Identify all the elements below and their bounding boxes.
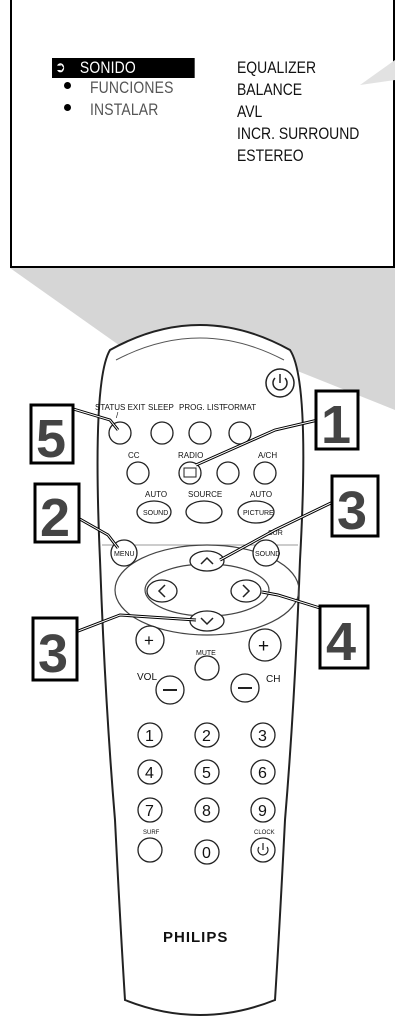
surf-button[interactable]: [137, 837, 163, 863]
auto-sound-label: AUTO: [145, 490, 167, 499]
status-exit-label: STATUS EXIT: [95, 403, 145, 412]
digit-label: 4: [145, 765, 154, 782]
cursor-right-button[interactable]: [230, 579, 262, 603]
ch-label: CH: [266, 674, 280, 685]
status-exit-button[interactable]: [108, 421, 132, 445]
prog-list-label: PROG. LIST: [179, 403, 224, 412]
callout-4: 4: [318, 604, 370, 672]
chevron-right-icon: [242, 584, 251, 598]
plus-icon: +: [144, 631, 154, 650]
pointer-icon: ➲: [55, 59, 66, 76]
submenu-item-avl[interactable]: AVL: [237, 102, 263, 121]
brand-logo: PHILIPS: [163, 929, 228, 946]
bullet-icon: [64, 82, 71, 89]
power-icon: [272, 374, 288, 391]
ach-button[interactable]: [253, 461, 277, 485]
submenu-item-incr-surround[interactable]: INCR. SURROUND: [237, 124, 360, 143]
chevron-left-icon: [157, 584, 166, 598]
radio-label: RADIO: [178, 451, 203, 460]
digit-keypad: 1 2 3 4 5 6 7 8 9 SURF 0 CLOCK: [137, 722, 276, 865]
clock-label: CLOCK: [254, 830, 275, 836]
digit-8-button[interactable]: [194, 797, 220, 823]
callout-number: 3: [337, 481, 367, 541]
source-button[interactable]: [185, 500, 223, 524]
menu-item-sonido[interactable]: ➲ SONIDO: [52, 58, 195, 78]
menu-item-instalar[interactable]: INSTALAR: [90, 100, 159, 119]
callout-1: 1: [314, 389, 360, 455]
callout-number: 5: [36, 409, 66, 469]
menu-item-label: SONIDO: [79, 58, 136, 77]
callout-number: 3: [38, 624, 68, 684]
digit-1-button[interactable]: [137, 722, 163, 748]
digit-6-button[interactable]: [250, 759, 276, 785]
vol-up-button[interactable]: [135, 625, 165, 655]
digit-label: 5: [202, 765, 211, 782]
digit-4-button[interactable]: [137, 759, 163, 785]
remote-edge: [115, 337, 285, 361]
mute-label: MUTE: [196, 650, 216, 657]
submenu-item-equalizer[interactable]: EQUALIZER: [237, 58, 317, 77]
digit-label: 8: [202, 803, 211, 820]
sound-button-text: SOUND: [255, 551, 280, 558]
digit-0-button[interactable]: [194, 839, 220, 865]
digit-3-button[interactable]: [250, 722, 276, 748]
prog-list-button[interactable]: [188, 421, 212, 445]
auto-sound-text: SOUND: [143, 510, 168, 517]
callout-3-bottom: 3: [31, 616, 79, 684]
auto-sound-button[interactable]: [136, 500, 172, 524]
auto-picture-text: PICTURE: [243, 510, 274, 517]
digit-label: 1: [145, 728, 154, 745]
digit-label: 2: [202, 728, 211, 745]
clock-icon: [257, 843, 269, 856]
auto-picture-label: AUTO: [250, 490, 272, 499]
auto-picture-button[interactable]: [237, 500, 275, 524]
nav-ring: [114, 544, 300, 636]
menu-item-funciones[interactable]: FUNCIONES: [90, 78, 174, 97]
blank-button[interactable]: [216, 461, 240, 485]
sound-button[interactable]: [252, 539, 280, 567]
bullet-icon: [64, 104, 71, 111]
mute-button[interactable]: [194, 655, 220, 681]
callout-number: 2: [40, 488, 70, 548]
submenu-item-balance[interactable]: BALANCE: [237, 80, 303, 99]
ach-label: A/CH: [258, 451, 277, 460]
separator-slash: /: [116, 411, 119, 420]
cursor-up-button[interactable]: [189, 550, 225, 572]
sleep-label: SLEEP: [148, 403, 174, 412]
plus-icon: +: [258, 636, 269, 657]
callout-5: 5: [29, 403, 75, 469]
sur-label: SUR: [268, 530, 283, 537]
digit-label: 3: [258, 728, 267, 745]
vol-label: VOL: [137, 672, 157, 683]
surf-label: SURF: [143, 830, 160, 836]
digit-9-button[interactable]: [250, 797, 276, 823]
sleep-button[interactable]: [150, 421, 174, 445]
callout-2: 2: [33, 482, 81, 548]
ch-up-button[interactable]: [248, 628, 282, 662]
tv-onscreen-menu: [10, 0, 395, 268]
beam-edge: [360, 60, 395, 85]
source-label: SOURCE: [188, 490, 222, 499]
digit-5-button[interactable]: [194, 759, 220, 785]
cc-button[interactable]: [126, 461, 150, 485]
format-label: FORMAT: [223, 403, 256, 412]
digit-label: 7: [145, 803, 154, 820]
radio-icon: [183, 467, 197, 478]
cursor-left-button[interactable]: [146, 579, 178, 603]
callout-number: 1: [321, 395, 351, 455]
callout-number: 4: [326, 612, 356, 672]
digit-7-button[interactable]: [137, 797, 163, 823]
chevron-up-icon: [200, 556, 214, 565]
chevron-down-icon: [200, 617, 214, 626]
digit-label: 0: [202, 845, 211, 862]
digit-2-button[interactable]: [194, 722, 220, 748]
callout-3-top: 3: [330, 474, 380, 541]
digit-label: 6: [258, 765, 267, 782]
digit-label: 9: [258, 803, 267, 820]
menu-button-text: MENU: [114, 551, 135, 558]
callout-line-highlight: [59, 407, 334, 639]
cc-label: CC: [128, 451, 140, 460]
submenu-item-estereo[interactable]: ESTEREO: [237, 146, 304, 165]
